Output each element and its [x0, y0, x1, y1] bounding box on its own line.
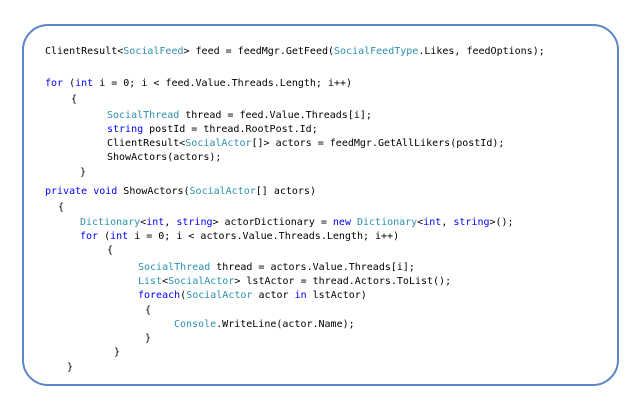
code-line: { [58, 201, 64, 215]
code-line: for (int i = 0; i < feed.Value.Threads.L… [45, 77, 352, 91]
code-keyword: new [332, 217, 351, 228]
code-keyword: private [45, 186, 88, 197]
code-line: } [67, 361, 73, 375]
code-text: []> actors = feedMgr.GetAllLikers(postId… [251, 138, 505, 149]
code-line: ClientResult<SocialFeed> feed = feedMgr.… [45, 45, 545, 59]
code-text: < [162, 276, 169, 287]
code-text: , [441, 217, 454, 228]
code-text: > lstActor = thread.Actors.ToList(); [234, 276, 452, 287]
code-line: } [80, 166, 86, 180]
code-text: , [164, 217, 177, 228]
code-text: > actorDictionary = [212, 217, 333, 228]
code-text: > feed = feedMgr.GetFeed( [183, 46, 335, 57]
code-text: actor [252, 290, 295, 301]
code-type: SocialThread [138, 262, 211, 273]
code-text: ( [180, 290, 187, 301]
code-line: SocialThread thread = feed.Value.Threads… [107, 109, 372, 123]
code-line: foreach(SocialActor actor in lstActor) [138, 289, 367, 303]
code-text: >(); [489, 217, 514, 228]
code-text: [] actors) [255, 186, 316, 197]
code-type: SocialActor [185, 138, 252, 149]
code-type: Dictionary [80, 217, 141, 228]
code-text: { [71, 94, 78, 105]
code-keyword: foreach [138, 290, 181, 301]
code-text: ( [98, 231, 111, 242]
code-line: Dictionary<int, string> actorDictionary … [80, 216, 514, 230]
code-keyword: int [110, 231, 129, 242]
code-type: Dictionary [357, 217, 418, 228]
code-line: ShowActors(actors); [107, 151, 221, 165]
code-text: ShowActors(actors); [107, 152, 222, 163]
code-text: ( [63, 78, 76, 89]
code-type: SocialThread [107, 110, 180, 121]
code-line: string postId = thread.RootPost.Id; [107, 123, 318, 137]
code-keyword: string [107, 124, 144, 135]
code-text: postId = thread.RootPost.Id; [143, 124, 318, 135]
code-text: } [80, 167, 87, 178]
code-type: SocialActor [189, 186, 256, 197]
code-keyword: int [423, 217, 442, 228]
code-text: ClientResult< [107, 138, 186, 149]
code-text: < [417, 217, 424, 228]
code-text: { [58, 202, 65, 213]
code-text: .WriteLine(actor.Name); [216, 319, 355, 330]
code-type: SocialActor [168, 276, 235, 287]
code-type: Console [174, 319, 217, 330]
code-text: i = 0; i < actors.Value.Threads.Length; … [128, 231, 400, 242]
code-type: SocialFeed [123, 46, 184, 57]
code-text: } [67, 362, 74, 373]
code-line: for (int i = 0; i < actors.Value.Threads… [80, 230, 399, 244]
code-keyword: in [294, 290, 307, 301]
code-keyword: void [93, 186, 118, 197]
code-keyword: string [453, 217, 490, 228]
code-line: List<SocialActor> lstActor = thread.Acto… [138, 275, 451, 289]
code-text: } [145, 333, 152, 344]
code-type: List [138, 276, 163, 287]
code-text: } [114, 347, 121, 358]
code-text: i = 0; i < feed.Value.Threads.Length; i+… [93, 78, 353, 89]
code-text: { [145, 305, 152, 316]
code-line: { [107, 244, 113, 258]
code-type: SocialActor [186, 290, 253, 301]
code-keyword: for [80, 231, 99, 242]
code-keyword: int [146, 217, 165, 228]
code-text: { [107, 245, 114, 256]
code-text: < [140, 217, 147, 228]
code-snippet-frame [22, 24, 619, 386]
code-text: lstActor) [306, 290, 367, 301]
code-line: Console.WriteLine(actor.Name); [174, 318, 355, 332]
code-text: thread = feed.Value.Threads[i]; [179, 110, 372, 121]
code-keyword: int [75, 78, 94, 89]
code-keyword: string [176, 217, 213, 228]
code-text: thread = actors.Value.Threads[i]; [210, 262, 415, 273]
code-text: ClientResult< [45, 46, 124, 57]
code-line: } [145, 332, 151, 346]
code-line: private void ShowActors(SocialActor[] ac… [45, 185, 316, 199]
code-line: { [145, 304, 151, 318]
code-text: .Likes, feedOptions); [418, 46, 545, 57]
code-line: { [71, 93, 77, 107]
code-text: ShowActors( [117, 186, 190, 197]
code-line: SocialThread thread = actors.Value.Threa… [138, 261, 415, 275]
code-type: SocialFeedType [334, 46, 419, 57]
code-line: ClientResult<SocialActor[]> actors = fee… [107, 137, 504, 151]
code-keyword: for [45, 78, 64, 89]
code-line: } [114, 346, 120, 360]
